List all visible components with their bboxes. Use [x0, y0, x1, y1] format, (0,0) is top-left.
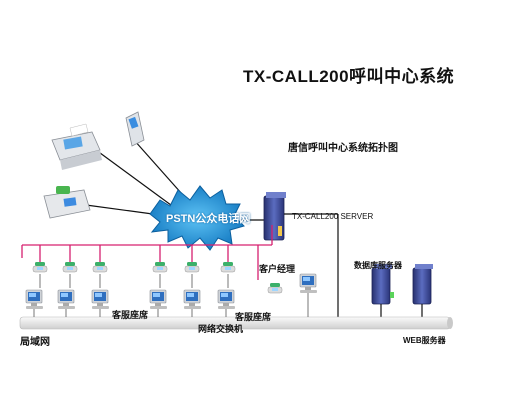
switch-label: 网络交换机 [198, 324, 244, 334]
mobile-phone-icon [125, 111, 145, 147]
db-server-label: 数据库服务器 [354, 261, 402, 270]
manager-label: 客户经理 [259, 264, 296, 274]
lan-bus [19, 316, 453, 330]
seat-group-1-label: 客服座席 [112, 310, 149, 320]
desk-phone-icon [43, 186, 91, 219]
web-server-label: WEB服务器 [403, 336, 446, 345]
agent-links [39, 274, 229, 288]
phone-bus [21, 225, 273, 280]
web-server-icon [412, 264, 433, 305]
agent-computers [25, 289, 236, 310]
server-label: TX-CALL200 SERVER [292, 212, 374, 221]
pstn-cloud [149, 185, 245, 251]
pstn-label: PSTN公众电话网 [166, 213, 251, 225]
fax-machine-icon [51, 123, 102, 170]
deskphone-link [85, 204, 161, 216]
lan-label: 局域网 [20, 337, 50, 348]
diagram-subtitle: 唐信呼叫中心系统拓扑图 [288, 143, 398, 154]
manager-workstation [267, 273, 318, 294]
fax-link [95, 149, 176, 209]
server-icon [263, 192, 286, 241]
seat-group-2-label: 客服座席 [235, 312, 272, 322]
pc-lan-links [33, 293, 309, 317]
agent-phones [32, 261, 236, 273]
diagram-title: TX-CALL200呼叫中心系统 [243, 67, 455, 86]
